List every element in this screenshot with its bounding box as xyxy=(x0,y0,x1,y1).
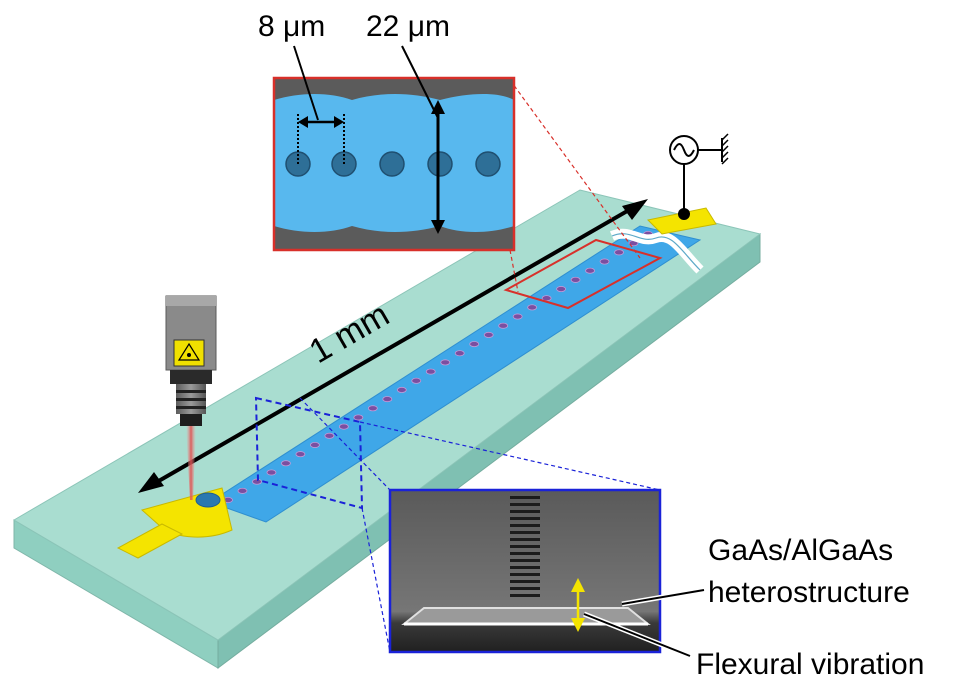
beam-hole xyxy=(585,267,595,274)
sem-stripe xyxy=(510,538,540,541)
material-label-line2: heterostructure xyxy=(708,576,910,609)
beam-hole xyxy=(570,276,581,283)
sem-stripe xyxy=(510,517,540,520)
beam-hole xyxy=(266,469,277,476)
sem-layer-stripes xyxy=(510,496,540,597)
length-arrow xyxy=(138,199,648,493)
sem-stripe xyxy=(510,566,540,569)
beam-hole xyxy=(469,341,480,348)
zoom-hole xyxy=(427,151,453,177)
beam-hole xyxy=(512,313,523,320)
beam-hole xyxy=(281,460,291,467)
beam-hole xyxy=(295,451,306,458)
beam-hole xyxy=(309,441,320,448)
beam-hole xyxy=(440,359,451,366)
sem-stripe xyxy=(510,552,540,555)
beam-hole xyxy=(252,478,262,485)
ac-source xyxy=(669,133,729,220)
beam-hole xyxy=(527,304,538,311)
beam-hole xyxy=(338,423,349,430)
red-selection-box xyxy=(503,238,663,310)
beam-hole xyxy=(483,331,494,338)
zoom-hole xyxy=(475,151,501,177)
sem-stripe xyxy=(510,545,540,548)
vibration-label: Flexural vibration xyxy=(696,648,924,681)
sem-stripe xyxy=(510,573,540,576)
beam-hole xyxy=(367,405,378,412)
beam-hole xyxy=(498,322,509,329)
sem-stripe xyxy=(510,510,540,513)
sem-stripe xyxy=(510,587,540,590)
beam-hole xyxy=(614,249,624,256)
left-electrode-lead xyxy=(116,523,184,559)
beam xyxy=(208,225,702,523)
beam-holes xyxy=(223,230,653,503)
beam-hole xyxy=(599,258,610,265)
bottom-zoom-panel xyxy=(388,488,662,654)
beam-hole xyxy=(396,386,407,393)
blue-selection-box xyxy=(254,396,364,510)
sem-stripe xyxy=(510,580,540,583)
beam-hole xyxy=(425,368,436,375)
sem-stripe xyxy=(510,524,540,527)
sem-stripe xyxy=(510,503,540,506)
beam-hole xyxy=(411,377,422,384)
left-electrode xyxy=(116,487,233,559)
top-zoom-panel xyxy=(272,45,516,252)
zoom-hole xyxy=(379,151,405,177)
hole-spacing-label: 8 μm xyxy=(258,10,325,43)
beam-width-label: 22 μm xyxy=(366,10,450,43)
sem-stripe xyxy=(510,559,540,562)
sem-stripe xyxy=(510,594,540,597)
laser-head-icon xyxy=(165,295,217,426)
laser-beam xyxy=(186,426,196,500)
beam-hole xyxy=(237,487,248,494)
beam-hole xyxy=(454,350,465,357)
material-label-line1: GaAs/AlGaAs xyxy=(708,534,893,567)
sem-stripe xyxy=(510,531,540,534)
sem-stripe xyxy=(510,496,540,499)
beam-hole xyxy=(353,414,364,421)
beam-hole xyxy=(324,432,335,439)
beam-body xyxy=(208,225,702,523)
ground-icon xyxy=(721,133,729,165)
beam-hole xyxy=(556,286,567,293)
beam-hole xyxy=(382,396,393,403)
